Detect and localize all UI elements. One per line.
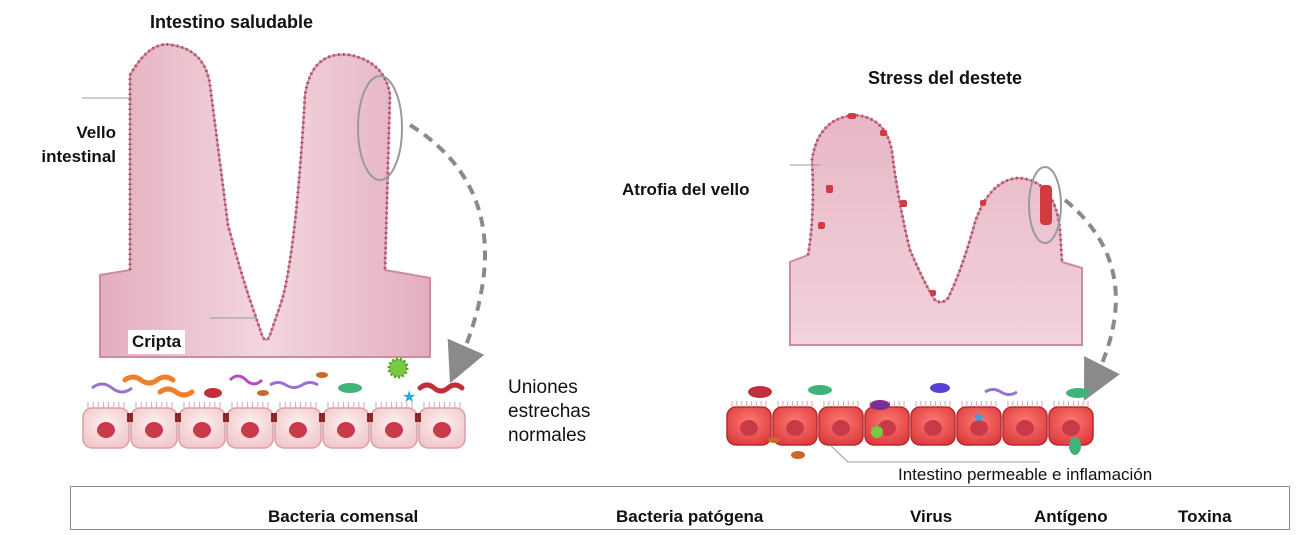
pathogenic-bacteria	[870, 400, 890, 410]
healthy-microbes: ★	[92, 359, 462, 406]
antigen	[791, 451, 805, 459]
legend-commensal-label: Bacteria comensal	[268, 507, 418, 527]
commensal-bacteria	[338, 383, 362, 393]
antigen	[768, 437, 780, 443]
healthy-villus-tissue	[100, 44, 430, 357]
stressed-villus-tissue	[790, 115, 1082, 345]
cell-nucleus	[1016, 420, 1034, 436]
toxin: ★	[972, 408, 985, 426]
antigen	[316, 372, 328, 378]
antigen	[257, 390, 269, 396]
healthy-title: Intestino saludable	[150, 12, 313, 33]
leaky-label: Intestino permeable e inflamación	[898, 463, 1152, 487]
leaky-pointer-line	[830, 445, 1040, 462]
legend-toxin-label: Toxina	[1178, 507, 1232, 527]
commensal-bacteria	[160, 389, 192, 395]
tight-junction	[415, 413, 421, 422]
legend-pathogenic-label: Bacteria patógena	[616, 507, 763, 527]
virus	[871, 426, 883, 438]
cell-nucleus	[924, 420, 942, 436]
cell-nucleus	[337, 422, 355, 438]
tight-junction	[319, 413, 325, 422]
legend-virus-label: Virus	[910, 507, 952, 527]
tight-junction	[175, 413, 181, 422]
cell-nucleus	[1062, 420, 1080, 436]
tight-junctions-label: Uniones estrechas normales	[508, 376, 590, 448]
cell-nucleus	[289, 422, 307, 438]
cell-nucleus	[433, 422, 451, 438]
commensal-bacteria	[808, 385, 832, 395]
commensal-bacteria	[1069, 437, 1081, 455]
commensal-bacteria	[270, 383, 318, 388]
tight-junction	[367, 413, 373, 422]
commensal-bacteria	[1066, 388, 1090, 398]
cell-nucleus	[193, 422, 211, 438]
healthy-villi	[82, 44, 485, 365]
cell-nucleus	[740, 420, 758, 436]
cell-nucleus	[786, 420, 804, 436]
commensal-bacteria	[92, 384, 132, 392]
stress-title: Stress del destete	[868, 68, 1022, 89]
tight-junction	[223, 413, 229, 422]
cell-nucleus	[385, 422, 403, 438]
atrophy-label: Atrofia del vello	[622, 178, 750, 202]
villus-label: Vello intestinal	[36, 121, 116, 169]
inflamed-epithelium	[727, 401, 1093, 445]
crypt-label: Cripta	[128, 330, 185, 354]
cell-nucleus	[97, 422, 115, 438]
pathogenic-bacteria	[748, 386, 772, 398]
cell-nucleus	[145, 422, 163, 438]
stressed-villi	[790, 113, 1116, 383]
commensal-bacteria	[125, 377, 173, 383]
toxin: ★	[402, 387, 416, 406]
commensal-bacteria	[230, 376, 262, 384]
tight-junction	[271, 413, 277, 422]
commensal-bacteria	[985, 390, 1017, 395]
pathogenic-bacteria	[420, 385, 462, 391]
cell-nucleus	[832, 420, 850, 436]
pathogenic-bacteria	[204, 388, 222, 398]
healthy-epithelium	[83, 402, 465, 448]
pathogenic-bacteria	[930, 383, 950, 393]
legend-antigen-label: Antígeno	[1034, 507, 1108, 527]
tight-junction	[127, 413, 133, 422]
virus	[389, 359, 407, 377]
cell-nucleus	[241, 422, 259, 438]
